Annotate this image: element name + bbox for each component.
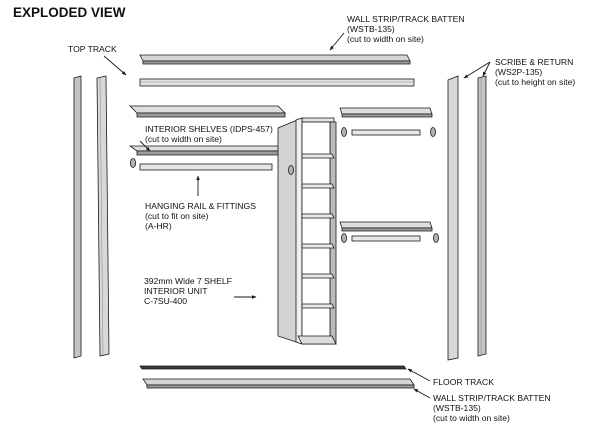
label-scribe-return: SCRIBE & RETURN (WS2P-135) (cut to heigh… [495, 57, 576, 88]
wall-strip-top [139, 54, 411, 65]
floor-track [139, 365, 407, 370]
interior-shelf-lower-right [339, 221, 439, 243]
label-top-track: TOP TRACK [68, 44, 117, 54]
label-hanging-rail: HANGING RAIL & FITTINGS (cut to fit on s… [145, 201, 256, 232]
top-track [139, 78, 415, 87]
label-interior-unit: 392mm Wide 7 SHELF INTERIOR UNIT C-7SU-4… [144, 276, 232, 307]
hanging-rail [129, 158, 290, 173]
interior-unit [277, 117, 337, 345]
right-scribe-strips [447, 75, 487, 361]
label-wall-strip-bottom: WALL STRIP/TRACK BATTEN (WSTB-135) (cut … [433, 393, 551, 424]
label-interior-shelves: INTERIOR SHELVES (IDPS-457) (cut to widt… [145, 124, 273, 145]
wall-strip-bottom [142, 378, 415, 389]
label-wall-strip-top: WALL STRIP/TRACK BATTEN (WSTB-135) (cut … [347, 14, 465, 45]
interior-shelf-lower-left [128, 145, 287, 156]
interior-shelf-upper-left [129, 105, 286, 118]
interior-shelf-upper-right [339, 107, 436, 137]
left-scribe-strips [73, 75, 110, 359]
diagram-title: EXPLODED VIEW [13, 5, 126, 20]
leader-arrows [103, 32, 491, 399]
label-floor-track: FLOOR TRACK [433, 377, 494, 387]
